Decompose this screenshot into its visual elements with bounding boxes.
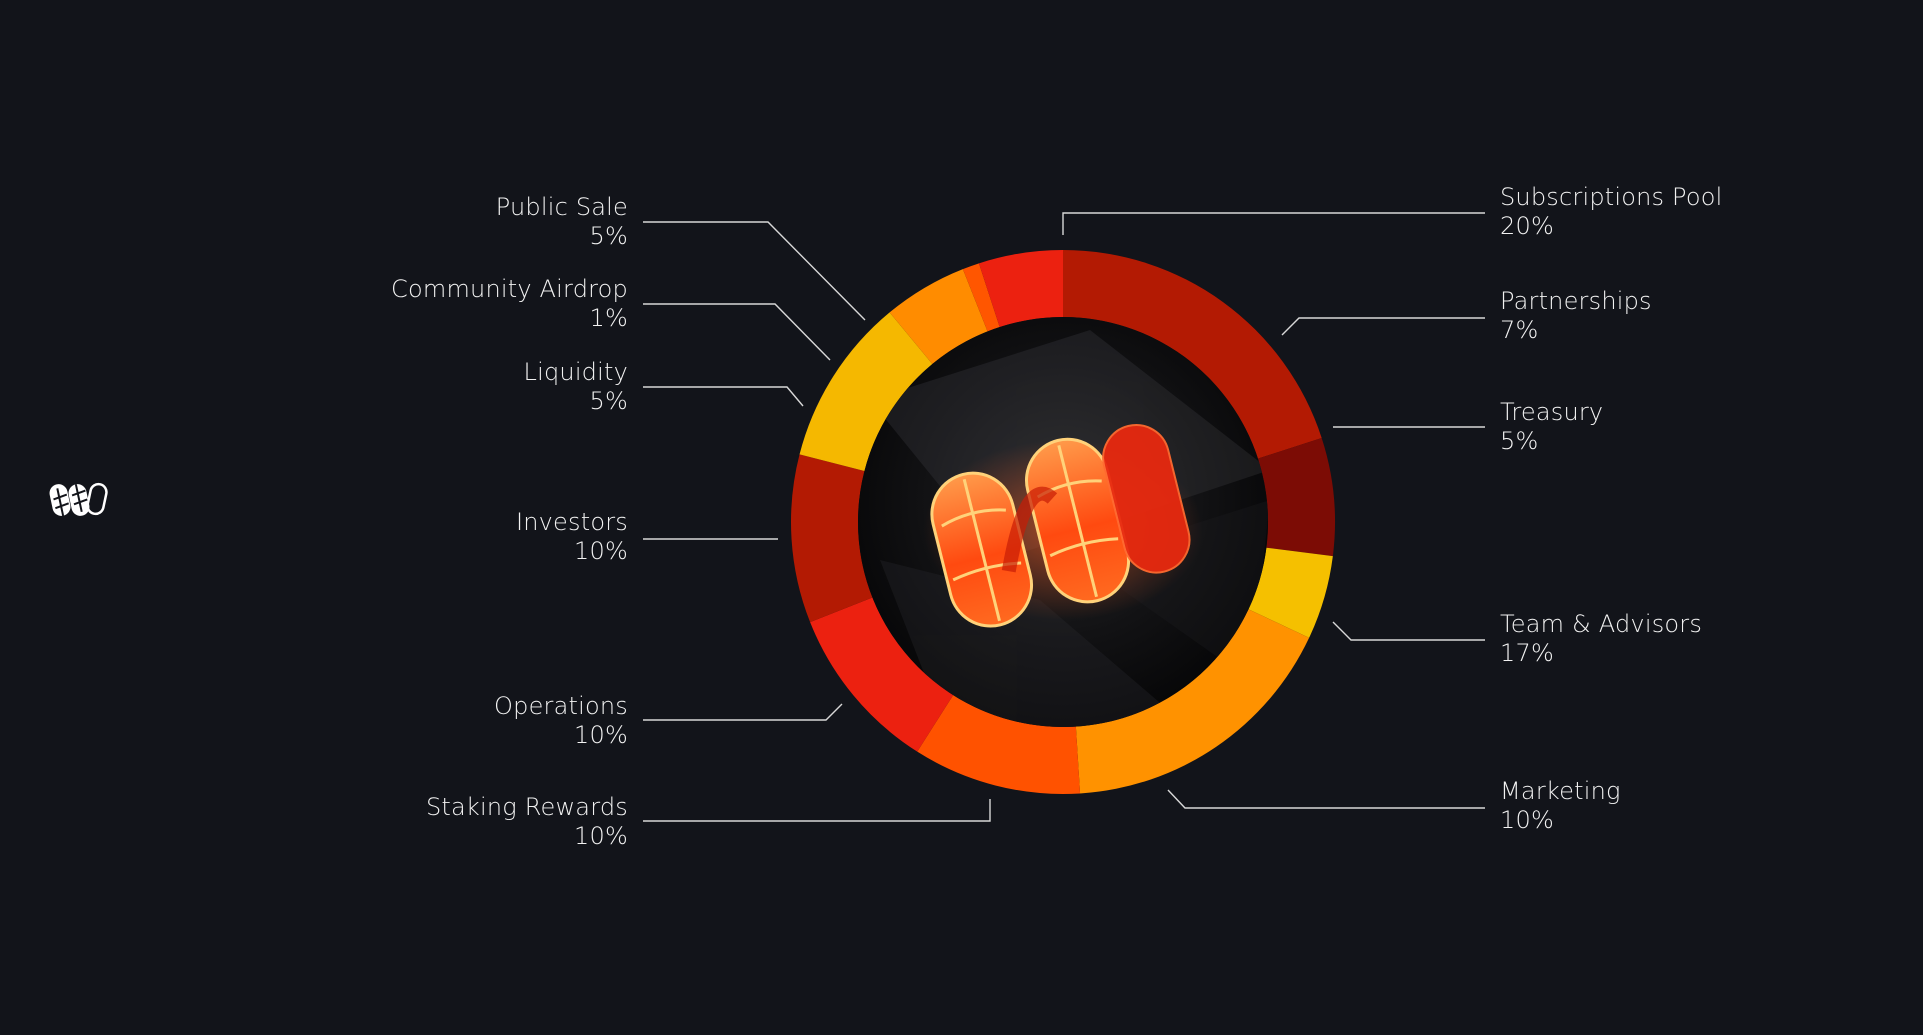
slice-community-airdrop bbox=[962, 263, 1000, 332]
label-operations: Operations 10% bbox=[268, 692, 628, 750]
category-name: Treasury bbox=[1500, 398, 1604, 426]
category-value: 1% bbox=[589, 304, 628, 332]
label-investors: Investors 10% bbox=[268, 508, 628, 566]
label-subscriptions-pool: Subscriptions Pool 20% bbox=[1500, 183, 1860, 241]
category-name: Partnerships bbox=[1500, 287, 1652, 315]
brand-logo-icon bbox=[49, 482, 108, 516]
leader-line bbox=[1062, 212, 1485, 235]
category-name: Staking Rewards bbox=[425, 793, 628, 821]
slice-partnerships bbox=[1257, 437, 1335, 557]
category-name: Marketing bbox=[1500, 777, 1621, 805]
label-community-airdrop: Community Airdrop 1% bbox=[268, 275, 628, 333]
label-public-sale: Public Sale 5% bbox=[268, 193, 628, 251]
category-name: Community Airdrop bbox=[391, 275, 628, 303]
label-liquidity: Liquidity 5% bbox=[268, 358, 628, 416]
slice-team-advisors bbox=[1075, 609, 1310, 794]
leader-line bbox=[643, 386, 804, 407]
category-name: Operations bbox=[494, 692, 628, 720]
slice-treasury bbox=[1248, 547, 1333, 638]
leader-line bbox=[643, 703, 843, 721]
category-value: 10% bbox=[574, 822, 628, 850]
leader-line bbox=[1332, 621, 1485, 641]
category-name: Liquidity bbox=[523, 358, 628, 386]
label-marketing: Marketing 10% bbox=[1500, 777, 1860, 835]
slice-marketing bbox=[917, 695, 1081, 794]
category-value: 10% bbox=[574, 537, 628, 565]
label-team-advisors: Team & Advisors 17% bbox=[1500, 610, 1860, 668]
label-staking-rewards: Staking Rewards 10% bbox=[268, 793, 628, 851]
slice-public-sale bbox=[978, 250, 1063, 328]
slice-operations bbox=[791, 454, 873, 623]
label-partnerships: Partnerships 7% bbox=[1500, 287, 1860, 345]
slice-liquidity bbox=[889, 269, 988, 365]
center-logo-emblem bbox=[858, 317, 1268, 727]
category-value: 5% bbox=[589, 222, 628, 250]
category-name: Subscriptions Pool bbox=[1500, 183, 1723, 211]
category-value: 10% bbox=[1500, 806, 1554, 834]
slice-investors bbox=[799, 312, 933, 472]
w-logo-icon bbox=[930, 424, 1191, 628]
label-treasury: Treasury 5% bbox=[1500, 398, 1860, 456]
leader-line bbox=[643, 303, 831, 361]
slice-subscriptions-pool bbox=[1063, 250, 1322, 459]
leader-line bbox=[643, 221, 866, 321]
category-value: 17% bbox=[1500, 639, 1554, 667]
leader-line bbox=[643, 799, 991, 822]
category-value: 5% bbox=[589, 387, 628, 415]
category-value: 7% bbox=[1500, 316, 1539, 344]
category-value: 20% bbox=[1500, 212, 1554, 240]
category-value: 5% bbox=[1500, 427, 1539, 455]
category-name: Team & Advisors bbox=[1500, 610, 1703, 638]
category-name: Public Sale bbox=[495, 193, 628, 221]
leader-line bbox=[1281, 317, 1485, 336]
category-value: 10% bbox=[574, 721, 628, 749]
slice-staking-rewards bbox=[810, 597, 954, 752]
leader-line bbox=[1167, 789, 1485, 809]
category-name: Investors bbox=[515, 508, 628, 536]
